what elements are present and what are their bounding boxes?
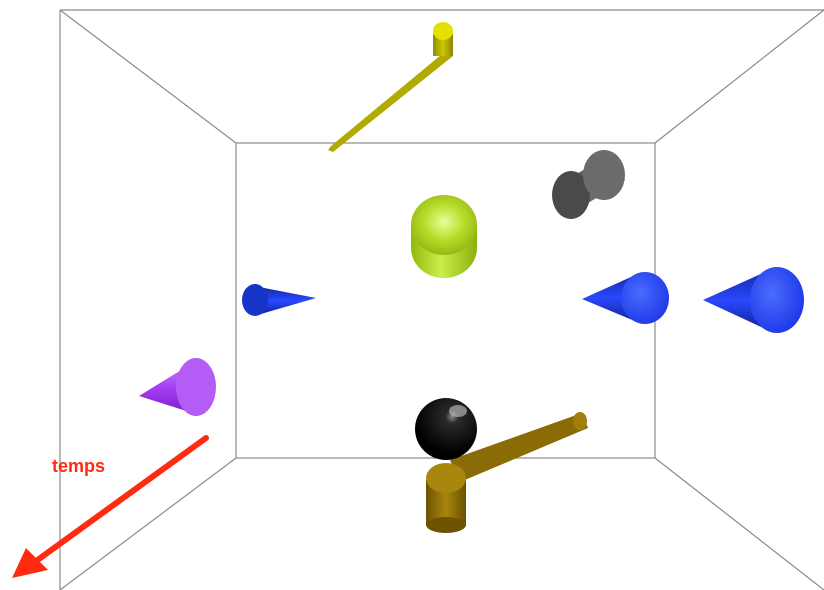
black-sphere	[415, 398, 477, 460]
yellow-rod	[328, 22, 453, 152]
blue-cone-middle-right	[582, 272, 669, 324]
small-blue-cone-left	[242, 284, 316, 316]
time-label: temps	[52, 456, 105, 476]
purple-cone	[139, 358, 216, 416]
lime-cylinder	[411, 195, 477, 278]
gray-cylinder	[552, 150, 625, 219]
blue-cone-far-right	[703, 267, 804, 333]
frame-corner-top-left	[60, 10, 236, 143]
frame-corner-top-right	[655, 10, 824, 143]
time-arrow	[12, 438, 206, 578]
frame-corner-bottom-right	[655, 458, 824, 590]
